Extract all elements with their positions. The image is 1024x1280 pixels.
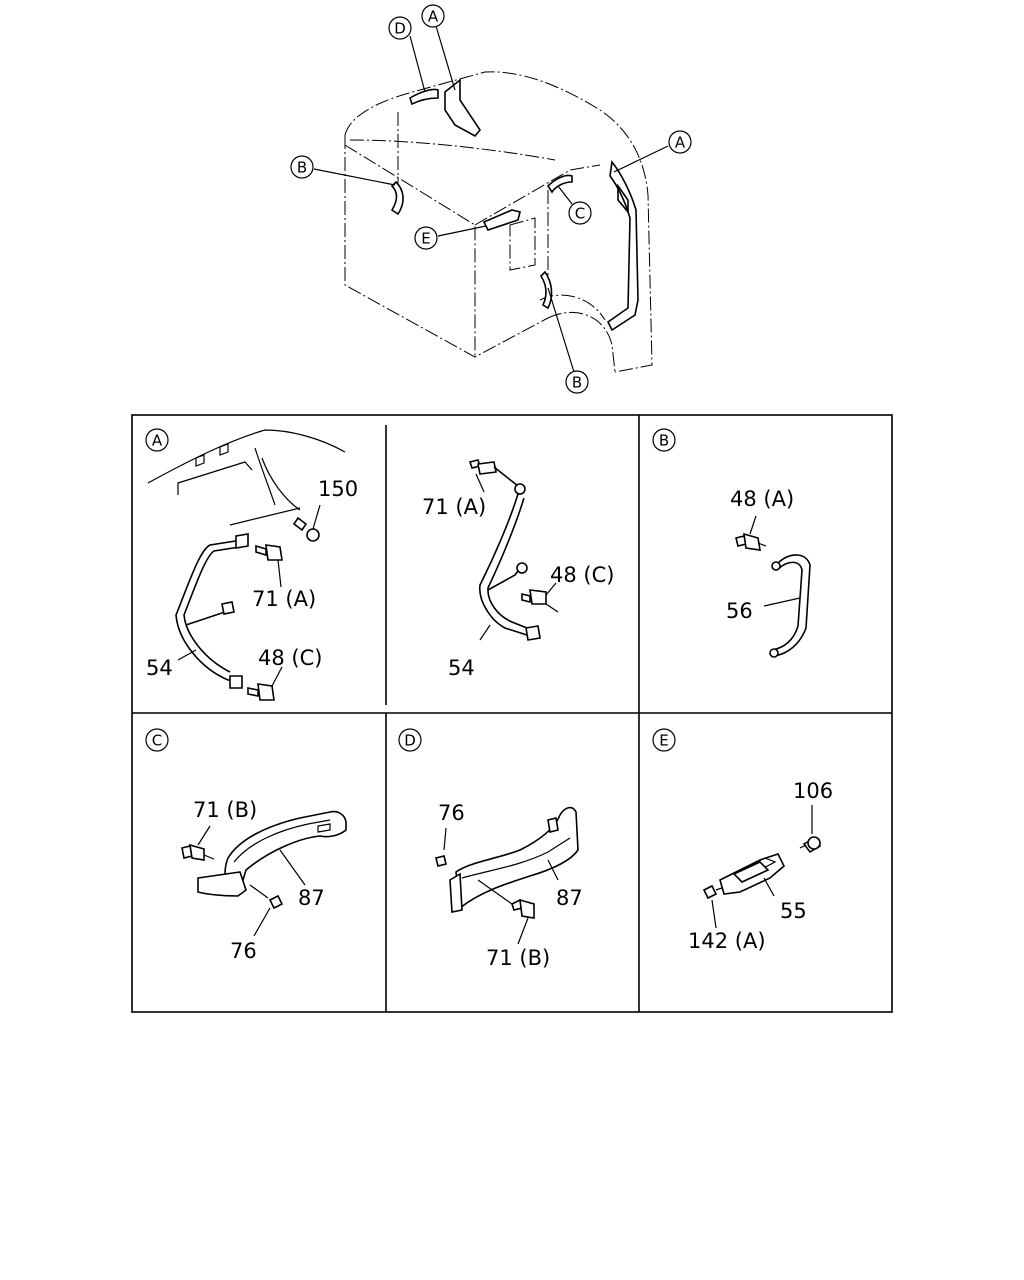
label-a-right-54: 54 [448, 656, 475, 680]
cab-overview: D A A B C E B [290, 4, 692, 394]
callout-c-center: C [568, 201, 592, 225]
detail-e-panel: E 106 55 142 (A) [652, 728, 833, 953]
label-a-right-71a: 71 (A) [422, 495, 486, 519]
callout-a-right: A [668, 130, 692, 154]
svg-text:B: B [659, 432, 669, 450]
svg-text:E: E [659, 732, 668, 750]
callout-e-center: E [414, 226, 438, 250]
detail-d-letter: D [398, 728, 422, 752]
detail-e-letter: E [652, 728, 676, 752]
label-e-142a: 142 (A) [688, 929, 766, 953]
callout-b-bottom: B [565, 370, 589, 394]
svg-text:C: C [152, 732, 162, 750]
svg-text:A: A [675, 134, 686, 152]
svg-text:D: D [404, 732, 416, 750]
label-b-56: 56 [726, 599, 753, 623]
svg-text:C: C [575, 205, 585, 223]
detail-grid-frame [131, 414, 893, 1013]
svg-text:B: B [572, 374, 582, 392]
label-c-71b: 71 (B) [193, 798, 257, 822]
detail-c-panel: C 71 (B) 87 76 [145, 728, 347, 963]
detail-c-letter: C [145, 728, 169, 752]
label-a-150: 150 [318, 477, 358, 501]
callout-a-top: A [421, 4, 445, 28]
detail-b-letter: B [652, 428, 676, 452]
label-a-54: 54 [146, 656, 173, 680]
detail-d-panel: D 76 87 71 (B) [398, 728, 583, 970]
label-e-106: 106 [793, 779, 833, 803]
svg-text:D: D [394, 20, 406, 38]
label-c-87: 87 [298, 886, 325, 910]
svg-text:A: A [152, 432, 163, 450]
label-d-76: 76 [438, 801, 465, 825]
detail-b-panel: B 48 (A) 56 [652, 428, 811, 658]
svg-text:B: B [297, 159, 307, 177]
label-a-48c: 48 (C) [258, 646, 322, 670]
label-a-right-48c: 48 (C) [550, 563, 614, 587]
detail-a-letter: A [145, 428, 169, 452]
detail-a-right-view: 71 (A) 48 (C) 54 [422, 459, 614, 680]
detail-a-left-view: 150 71 (A) 54 48 (C) [146, 429, 358, 701]
label-e-55: 55 [780, 899, 807, 923]
label-b-48a: 48 (A) [730, 487, 794, 511]
svg-text:E: E [421, 230, 430, 248]
callout-d-top: D [388, 16, 412, 40]
svg-text:A: A [428, 8, 439, 26]
detail-a-panel: A [145, 428, 614, 701]
label-d-71b: 71 (B) [486, 946, 550, 970]
label-c-76: 76 [230, 939, 257, 963]
label-d-87: 87 [556, 886, 583, 910]
label-a-71a: 71 (A) [252, 587, 316, 611]
callout-b-left: B [290, 155, 314, 179]
